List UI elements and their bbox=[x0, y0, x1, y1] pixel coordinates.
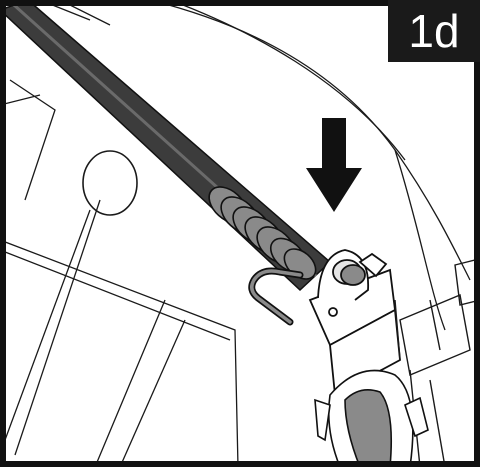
down-arrow-icon bbox=[306, 118, 362, 212]
pivot-bracket bbox=[308, 249, 401, 397]
roller bbox=[314, 369, 429, 467]
step-label: 1d bbox=[388, 0, 480, 62]
plate-hole bbox=[82, 150, 138, 216]
spring bbox=[208, 186, 317, 280]
